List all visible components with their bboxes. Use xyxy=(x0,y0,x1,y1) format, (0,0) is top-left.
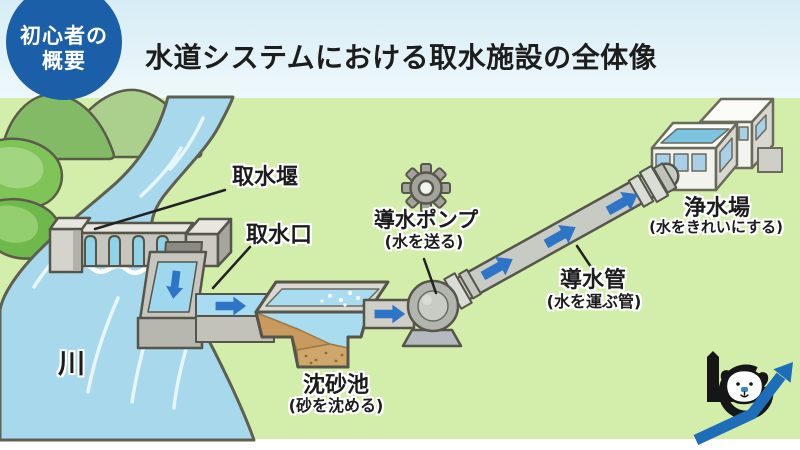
plant-side-box xyxy=(757,147,783,173)
badge-line2: 概要 xyxy=(42,49,86,73)
note-settling-basin: (砂を沈める) xyxy=(288,396,384,415)
page-title: 水道システムにおける取水施設の全体像 xyxy=(145,41,658,74)
gear-icon xyxy=(401,163,451,213)
note-conduit: (水を運ぶ管) xyxy=(546,292,642,311)
logo xyxy=(693,351,793,445)
logo-letter-l xyxy=(707,351,734,402)
intake-weir xyxy=(48,216,195,276)
plant-pool xyxy=(660,128,730,144)
sand-speckles xyxy=(304,351,344,365)
label-conduit: 導水管 xyxy=(559,268,627,293)
note-pump: (水を送る) xyxy=(384,232,464,251)
label-intake-port: 取水口 xyxy=(246,223,313,248)
sky-background xyxy=(0,0,800,98)
note-plant: (水をきれいにする) xyxy=(649,218,783,236)
water-sparkles xyxy=(320,291,360,307)
badge-line1: 初心者の xyxy=(20,23,108,48)
conveyance-pump xyxy=(401,268,482,348)
logo-dog-icon xyxy=(720,368,769,405)
callout-lines xyxy=(93,188,593,295)
label-river: 川 xyxy=(58,349,85,380)
label-settling-basin: 沈砂池 xyxy=(302,373,370,398)
label-plant: 浄水場 xyxy=(683,196,751,221)
beginner-overview-badge: 初心者の 概要 xyxy=(6,0,122,100)
settling-basin xyxy=(254,280,416,369)
trend-up-arrow-icon xyxy=(693,362,793,445)
label-intake-weir: 取水堰 xyxy=(232,165,299,190)
footer-strip xyxy=(0,439,800,450)
label-pump: 導水ポンプ xyxy=(373,208,479,232)
